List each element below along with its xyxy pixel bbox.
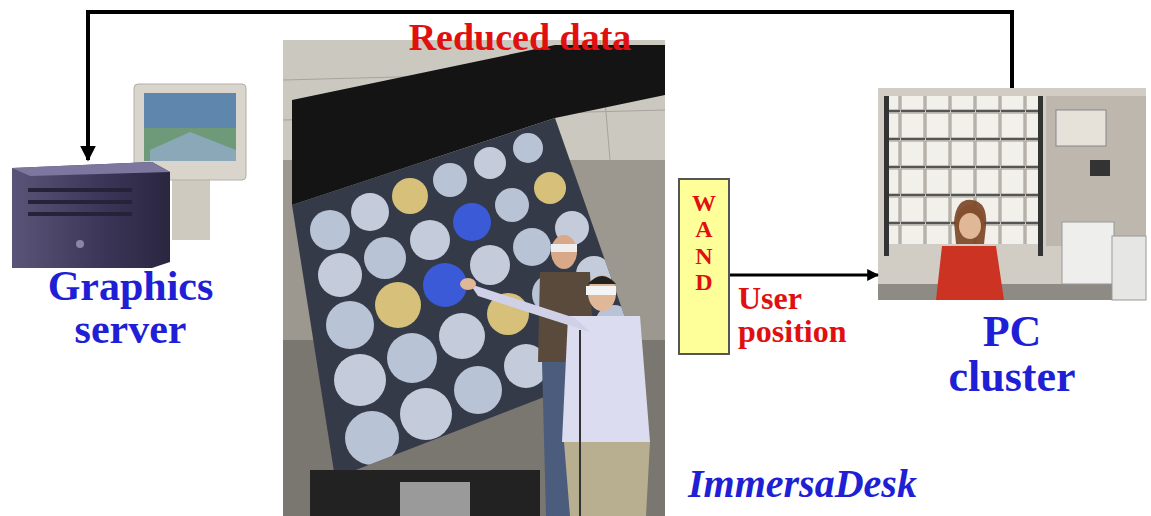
shelf-post xyxy=(884,96,889,256)
edge-label: User position xyxy=(738,282,878,347)
connector-arrow xyxy=(88,12,1012,160)
server-tower xyxy=(12,162,170,268)
node-label: PC cluster xyxy=(917,310,1107,400)
desk-box xyxy=(400,482,470,516)
immersadesk-node: ImmersaDesk xyxy=(283,40,665,516)
pc-cluster-node: PC cluster xyxy=(878,88,1146,400)
person-red-top xyxy=(936,246,1004,300)
tower-slot xyxy=(28,200,132,204)
room xyxy=(878,88,1146,300)
graphics-server-node: Graphics server xyxy=(8,160,253,351)
tower-top xyxy=(12,162,170,176)
wall-camera xyxy=(1090,160,1110,176)
node-label: Graphics server xyxy=(11,265,251,351)
screen-shape xyxy=(150,132,236,161)
node-label: ImmersaDesk xyxy=(688,464,917,505)
edge-label: Reduced data xyxy=(409,18,632,57)
power-button xyxy=(76,240,84,248)
desk xyxy=(878,284,1146,300)
monitor-screen xyxy=(144,93,236,161)
shelf-boxes xyxy=(1056,110,1106,146)
room xyxy=(283,40,665,516)
shelf-boxes xyxy=(888,96,1038,244)
desk-base xyxy=(310,470,540,516)
person-face xyxy=(959,213,981,239)
monitor xyxy=(1062,222,1114,284)
wand-box: WAND xyxy=(678,178,730,355)
tower-slot xyxy=(28,212,132,216)
graphics-server-picture xyxy=(12,84,246,268)
screen-landscape xyxy=(144,128,236,161)
shelf-post xyxy=(1038,96,1043,256)
person-hair xyxy=(954,200,986,244)
tower-slot xyxy=(28,188,132,192)
connector-arrow xyxy=(730,274,878,277)
monitor xyxy=(1112,236,1146,300)
immersadesk-photo xyxy=(283,40,665,516)
pc-cluster-photo xyxy=(878,88,1146,300)
person-front xyxy=(460,275,650,516)
vertical-label: WAND xyxy=(692,190,716,296)
